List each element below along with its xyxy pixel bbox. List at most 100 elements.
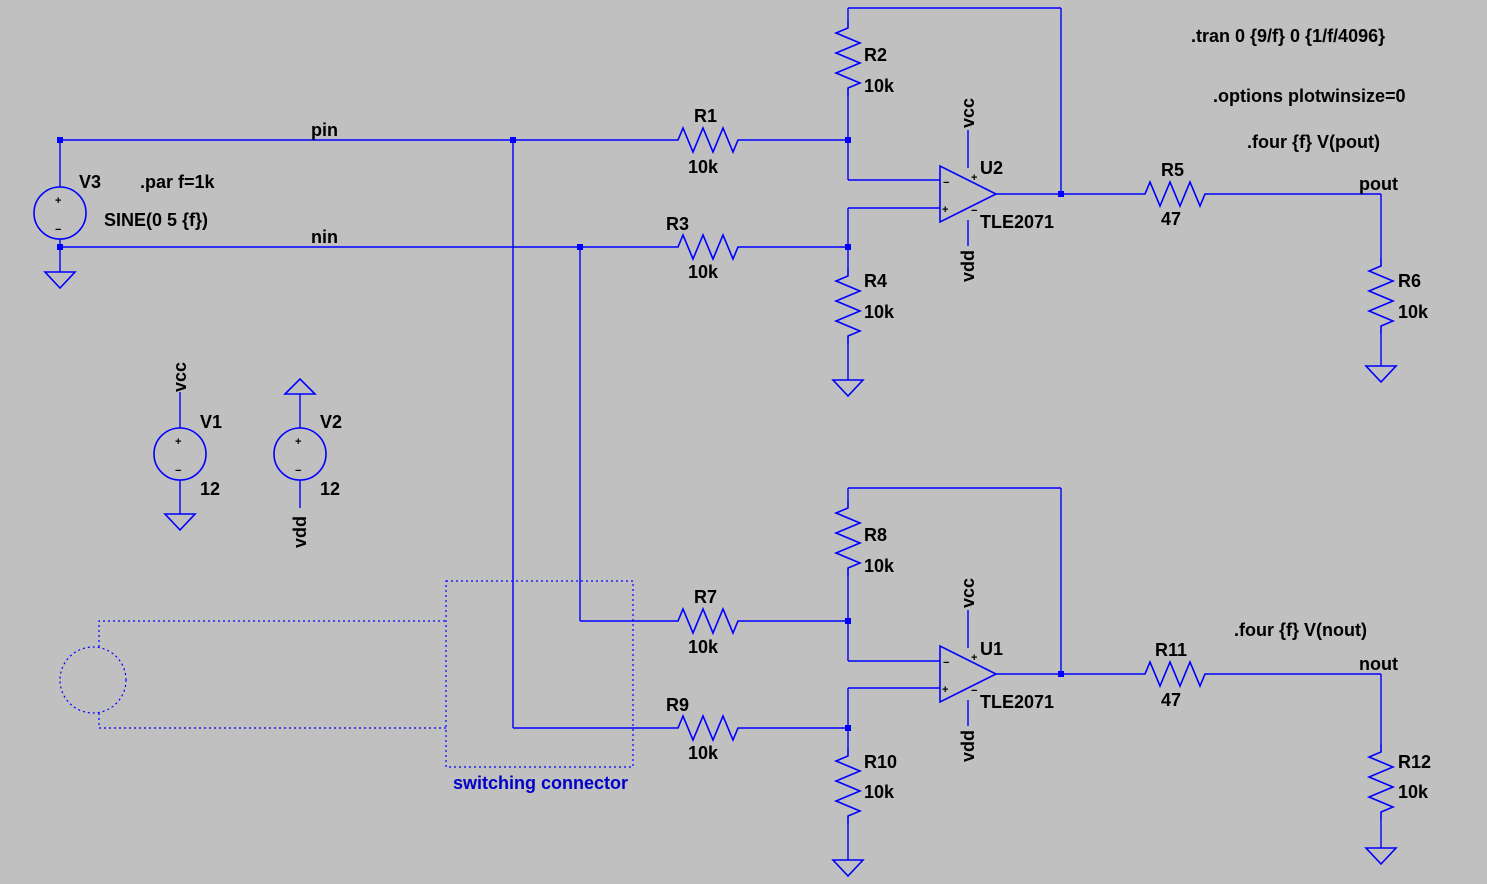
opamp-u2-minus-sign: − [943,177,949,189]
wires [59,7,1382,860]
switching-connector[interactable]: switching connector [59,580,634,793]
labels: .tran 0 {9/f} 0 {1/f/4096} .options plot… [79,26,1431,802]
r10-value: 10k [864,782,895,802]
voltage-source-v3-circle [33,186,87,240]
ground-icon-v3 [43,271,77,290]
resistor-r4[interactable] [835,267,861,345]
directive-tran[interactable]: .tran 0 {9/f} 0 {1/f/4096} [1191,26,1385,46]
net-label-pin: pin [311,120,338,140]
resistor-r2[interactable] [835,19,861,97]
r8-value: 10k [864,556,895,576]
junction-pin [510,137,516,143]
net-label-u2-vdd: vdd [958,250,978,282]
r3-name: R3 [666,214,689,234]
directive-four-nout[interactable]: .four {f} V(nout) [1234,620,1367,640]
junction-u2-inv [845,137,851,143]
resistor-r9[interactable] [669,715,747,741]
net-label-nout: nout [1359,654,1398,674]
supply-arrow-icon-v2 [283,377,317,395]
r2-value: 10k [864,76,895,96]
v2-name: V2 [320,412,342,432]
r7-value: 10k [688,637,719,657]
v1-name: V1 [200,412,222,432]
junction-v3-top [57,137,63,143]
switching-connector-label: switching connector [453,773,628,793]
directive-four-pout[interactable]: .four {f} V(pout) [1247,132,1380,152]
resistor-r5[interactable] [1136,181,1214,207]
directive-param[interactable]: .par f=1k [140,172,216,192]
ground-icon-r4 [831,379,865,398]
opamp-u1-body [939,644,998,704]
junction-nin [577,244,583,250]
net-label-pout: pout [1359,174,1398,194]
resistor-r1[interactable] [669,127,747,153]
ground-icon-r6 [1364,365,1398,384]
r7-name: R7 [694,587,717,607]
ground-icon-r10 [831,859,865,878]
voltage-source-v1-plus: + [175,436,181,448]
opamp-u2[interactable]: − + + − [939,164,998,224]
jack-tip-line [98,620,446,647]
voltage-source-v1[interactable]: + − [153,427,207,481]
voltage-source-v3-minus: − [55,224,61,236]
v3-name: V3 [79,172,101,192]
voltage-source-v2-minus: − [295,465,301,477]
resistor-r10[interactable] [835,747,861,825]
v3-value: SINE(0 5 {f}) [104,210,208,230]
resistor-r7[interactable] [669,608,747,634]
net-label-u1-vdd: vdd [958,730,978,762]
r3-value: 10k [688,262,719,282]
ground-icon-v1 [163,513,197,532]
opamp-u2-body [939,164,998,224]
opamp-u2-vplus-sign: + [971,172,977,184]
resistor-r6[interactable] [1368,257,1394,335]
voltage-source-v3[interactable]: + − [33,186,87,240]
voltage-source-v3-plus: + [55,195,61,207]
ground-icon-r12 [1364,847,1398,866]
opamp-u2-vminus-sign: − [971,205,977,217]
net-label-v1-vcc: vcc [170,362,190,392]
junction-u1-inv [845,618,851,624]
junction-u1-out [1058,671,1064,677]
net-label-u2-vcc: vcc [958,98,978,128]
resistor-r12[interactable] [1368,743,1394,821]
jack-icon [59,646,127,714]
resistor-r3[interactable] [669,234,747,260]
v2-value: 12 [320,479,340,499]
resistor-r8[interactable] [835,499,861,577]
r11-value: 47 [1161,690,1181,710]
opamp-u1[interactable]: − + + − [939,644,998,704]
jack-sleeve-line [98,713,446,729]
opamp-u1-vplus-sign: + [971,652,977,664]
r10-name: R10 [864,752,897,772]
u2-model: TLE2071 [980,212,1054,232]
r12-name: R12 [1398,752,1431,772]
voltage-source-v2[interactable]: + − [273,427,327,481]
r9-value: 10k [688,743,719,763]
directive-options[interactable]: .options plotwinsize=0 [1213,86,1406,106]
opamp-u1-plus-sign: + [942,684,948,696]
u1-name: U1 [980,639,1003,659]
net-label-nin: nin [311,227,338,247]
resistor-r11[interactable] [1136,661,1214,687]
switching-connector-box [445,580,634,768]
opamp-u1-vminus-sign: − [971,685,977,697]
r1-name: R1 [694,106,717,126]
r12-value: 10k [1398,782,1429,802]
r8-name: R8 [864,525,887,545]
junction-u2-out [1058,191,1064,197]
voltage-source-v1-circle [153,427,207,481]
voltage-source-v1-minus: − [175,465,181,477]
junction-v3-bottom [57,244,63,250]
opamp-u2-plus-sign: + [942,204,948,216]
net-label-u1-vcc: vcc [958,578,978,608]
r6-name: R6 [1398,271,1421,291]
r4-name: R4 [864,271,887,291]
r5-value: 47 [1161,209,1181,229]
voltage-source-v2-plus: + [295,436,301,448]
r11-name: R11 [1155,640,1187,660]
r4-value: 10k [864,302,895,322]
junction-u2-noninv [845,244,851,250]
r6-value: 10k [1398,302,1429,322]
